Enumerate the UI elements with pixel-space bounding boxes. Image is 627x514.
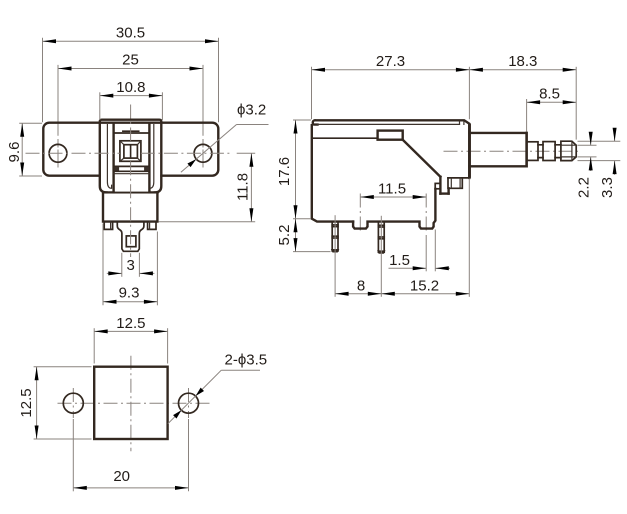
svg-text:17.6: 17.6 (276, 157, 293, 186)
svg-text:3: 3 (127, 257, 135, 274)
svg-text:8: 8 (357, 278, 365, 295)
svg-text:27.3: 27.3 (376, 53, 405, 70)
svg-text:8.5: 8.5 (539, 86, 560, 103)
svg-text:11.8: 11.8 (235, 173, 252, 201)
svg-text:3.3: 3.3 (599, 177, 616, 198)
svg-text:18.3: 18.3 (508, 53, 537, 70)
svg-text:5.2: 5.2 (276, 225, 293, 246)
svg-text:30.5: 30.5 (116, 25, 145, 42)
svg-text:10.8: 10.8 (116, 79, 145, 96)
svg-text:9.6: 9.6 (6, 142, 23, 163)
svg-text:11.5: 11.5 (378, 180, 406, 197)
svg-text:2.2: 2.2 (576, 177, 593, 198)
svg-text:12.5: 12.5 (18, 388, 35, 417)
svg-text:9.3: 9.3 (119, 285, 140, 302)
svg-text:ϕ3.2: ϕ3.2 (237, 102, 266, 119)
svg-text:12.5: 12.5 (116, 315, 145, 332)
svg-text:1.5: 1.5 (389, 252, 410, 269)
svg-text:25: 25 (122, 52, 139, 69)
svg-text:2-ϕ3.5: 2-ϕ3.5 (225, 352, 268, 369)
svg-text:20: 20 (113, 468, 130, 485)
svg-text:15.2: 15.2 (410, 278, 439, 295)
